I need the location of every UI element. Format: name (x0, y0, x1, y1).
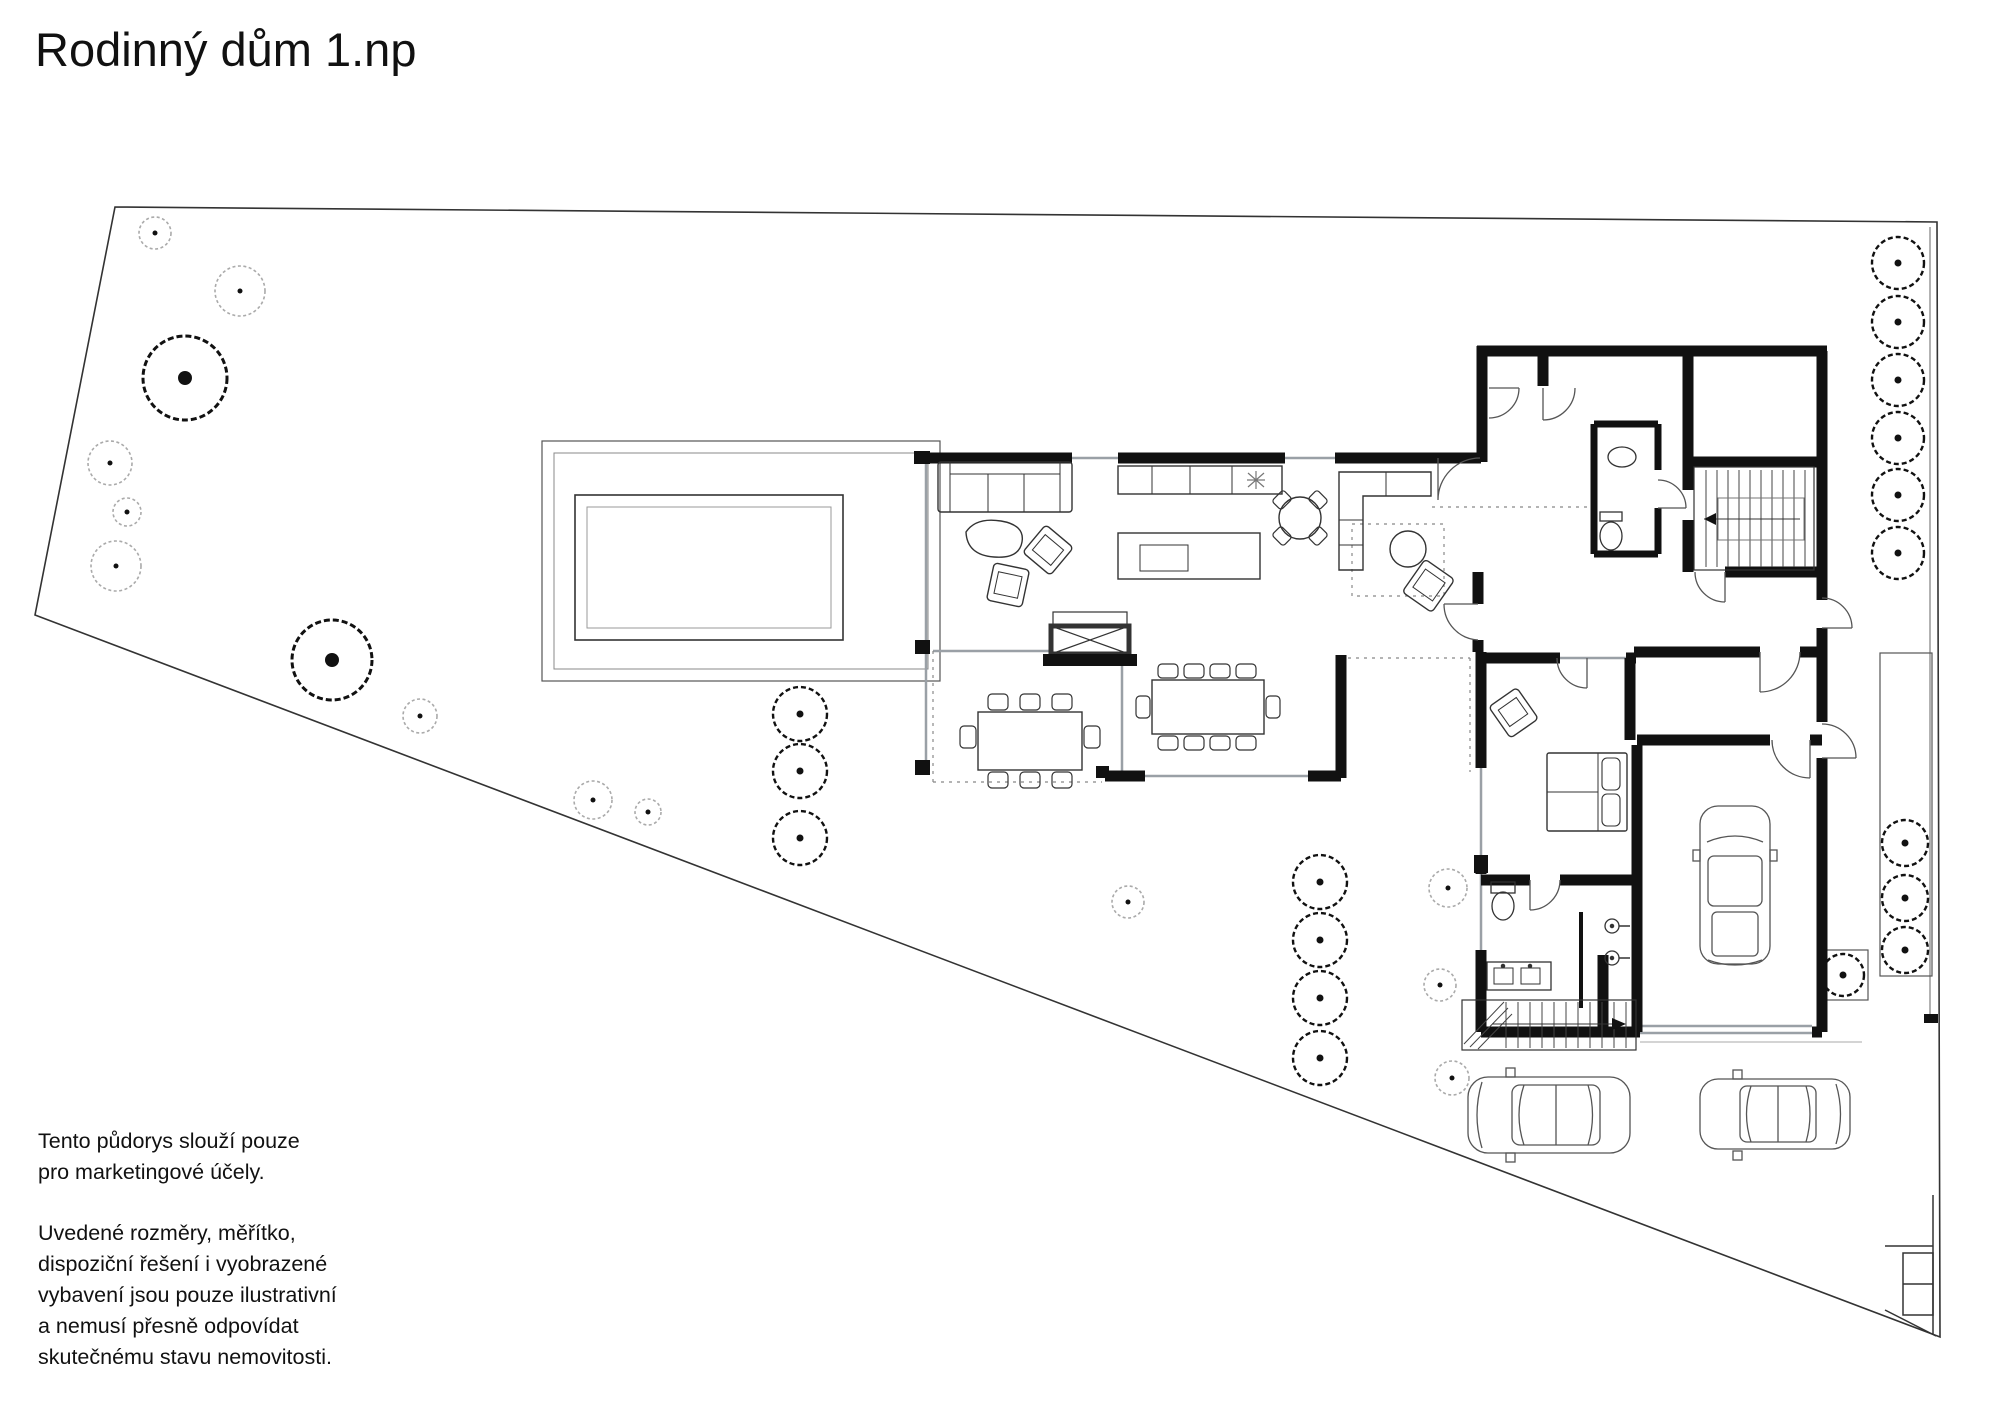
coffee-table (965, 519, 1024, 558)
door-stair-room (1694, 571, 1726, 603)
terrace-dining-set (959, 693, 1101, 789)
furniture-living (937, 461, 1454, 666)
garden-trees (87, 216, 1930, 1096)
planter-strip (1817, 652, 1933, 1001)
swimming-pool (574, 494, 844, 641)
bathroom-vanity (1486, 961, 1552, 991)
wc-sink (1607, 446, 1637, 468)
armchair (986, 562, 1030, 608)
fireplace (1043, 611, 1137, 666)
pouf (1389, 530, 1427, 568)
stair-direction-arrow (1612, 1018, 1626, 1030)
house-walls (920, 345, 1828, 1038)
dining-table-set (1135, 663, 1281, 751)
sink-icon (1247, 471, 1265, 489)
armchair (1023, 525, 1073, 575)
shower-heads (1604, 918, 1630, 966)
door-storage (1759, 651, 1801, 693)
door-bedroom (1556, 657, 1588, 689)
door-living-entry (1437, 457, 1481, 501)
armchair (1403, 559, 1454, 612)
fence-end-post (1924, 1014, 1938, 1023)
pool-terrace (541, 440, 941, 682)
round-table-set (1272, 490, 1328, 546)
structural-columns (914, 451, 1488, 873)
wc-cistern (1599, 511, 1623, 522)
door-east-upper (1821, 597, 1853, 629)
glass-walls (924, 456, 1812, 1035)
cars-driveway (1467, 1067, 1851, 1163)
door-east-lower (1821, 723, 1857, 759)
rug-outline (1351, 523, 1445, 597)
disclaimer-paragraph-1: Tento půdorys slouží pouze pro marketing… (38, 1129, 300, 1184)
kitchen-units (1117, 465, 1283, 580)
driveway-car-left (1467, 1067, 1631, 1163)
driveway-car-right (1699, 1069, 1851, 1161)
staircase-exterior (1461, 999, 1637, 1051)
fixtures-bathroom (1486, 881, 1630, 991)
furniture-bedroom (1489, 688, 1628, 832)
kitchen-island (1117, 532, 1261, 580)
door-corridor-patio (1443, 603, 1479, 641)
door-wc (1657, 479, 1687, 509)
staircase-main (1693, 466, 1815, 571)
plot-boundary (34, 206, 1941, 1339)
furniture-dining (959, 663, 1281, 789)
disclaimer-paragraph-2: Uvedené rozměry, měřítko, dispoziční řeš… (38, 1221, 337, 1369)
roof-overhang-dashes (932, 506, 1592, 783)
toilet (1490, 881, 1516, 921)
wc-toilet (1599, 521, 1623, 551)
double-bed (1546, 752, 1628, 832)
stair-direction-arrow (1704, 513, 1716, 525)
door-bathroom (1529, 879, 1561, 911)
cooktop (1139, 544, 1189, 572)
wc-walls (1579, 420, 1662, 1008)
car-garage (1692, 805, 1778, 966)
page-title: Rodinný dům 1.np (35, 23, 417, 76)
sofa (937, 461, 1073, 513)
corner-sofa (1338, 471, 1432, 571)
door-utility (1488, 387, 1520, 419)
kitchen-counter (1117, 465, 1283, 495)
waste-enclosure (1884, 1195, 1937, 1337)
door-hall-room (1542, 387, 1576, 421)
door-garage (1771, 739, 1811, 779)
fixtures-wc (1599, 446, 1637, 551)
armchair (1489, 688, 1538, 738)
pool-area (541, 440, 941, 682)
door-swings (1437, 387, 1857, 911)
